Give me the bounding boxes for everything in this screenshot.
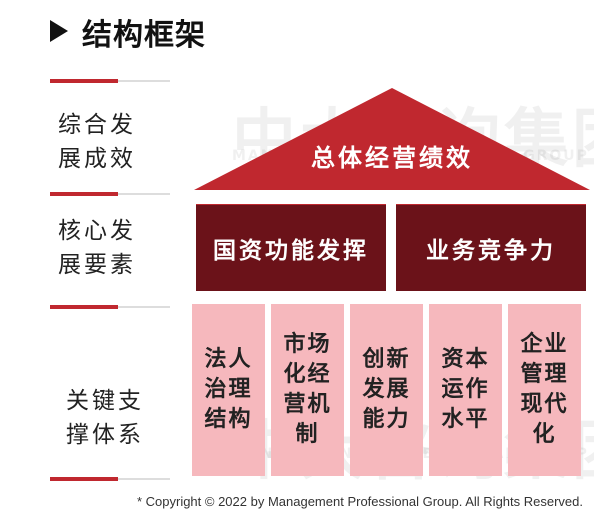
page-title: 结构框架 [82, 18, 206, 53]
roof-triangle [194, 88, 590, 190]
pillar-capital-operation: 资本 运作 水平 [429, 304, 502, 476]
row-label-core: 核心发 展要素 [58, 214, 136, 282]
divider-lower [50, 305, 170, 309]
pillar-label: 资本 运作 水平 [441, 347, 490, 432]
core-box-label: 国资功能发挥 [213, 238, 369, 264]
core-box-state-function: 国资功能发挥 [196, 204, 386, 291]
row-label-line: 撑体系 [66, 422, 144, 448]
pillar-modernization: 企业 管理 现代 化 [508, 304, 581, 476]
row-label-line: 展要素 [58, 252, 136, 278]
pillar-market-mechanism: 市场 化经 营机 制 [271, 304, 344, 476]
title-arrow-icon [50, 20, 68, 42]
row-label-line: 综合发 [58, 112, 136, 138]
roof-label: 总体经营绩效 [311, 144, 473, 172]
pillar-governance: 法人 治理 结构 [192, 304, 265, 476]
pillar-label: 创新 发展 能力 [362, 347, 411, 432]
pillar-label: 企业 管理 现代 化 [520, 332, 569, 447]
row-label-line: 核心发 [58, 218, 136, 244]
row-label-outcomes: 综合发 展成效 [58, 108, 136, 176]
row-label-support: 关键支 撑体系 [66, 384, 144, 452]
copyright-text: * Copyright © 2022 by Management Profess… [136, 494, 583, 509]
divider-bottom [50, 477, 170, 481]
core-box-competitiveness: 业务竞争力 [396, 204, 586, 291]
divider-top [50, 79, 170, 83]
pillar-label: 市场 化经 营机 制 [283, 332, 332, 447]
row-label-line: 展成效 [58, 146, 136, 172]
core-box-label: 业务竞争力 [426, 238, 556, 264]
roof-shape [194, 88, 590, 190]
pillar-innovation: 创新 发展 能力 [350, 304, 423, 476]
divider-mid [50, 192, 170, 196]
pillar-label: 法人 治理 结构 [204, 347, 253, 432]
row-label-line: 关键支 [66, 388, 144, 414]
